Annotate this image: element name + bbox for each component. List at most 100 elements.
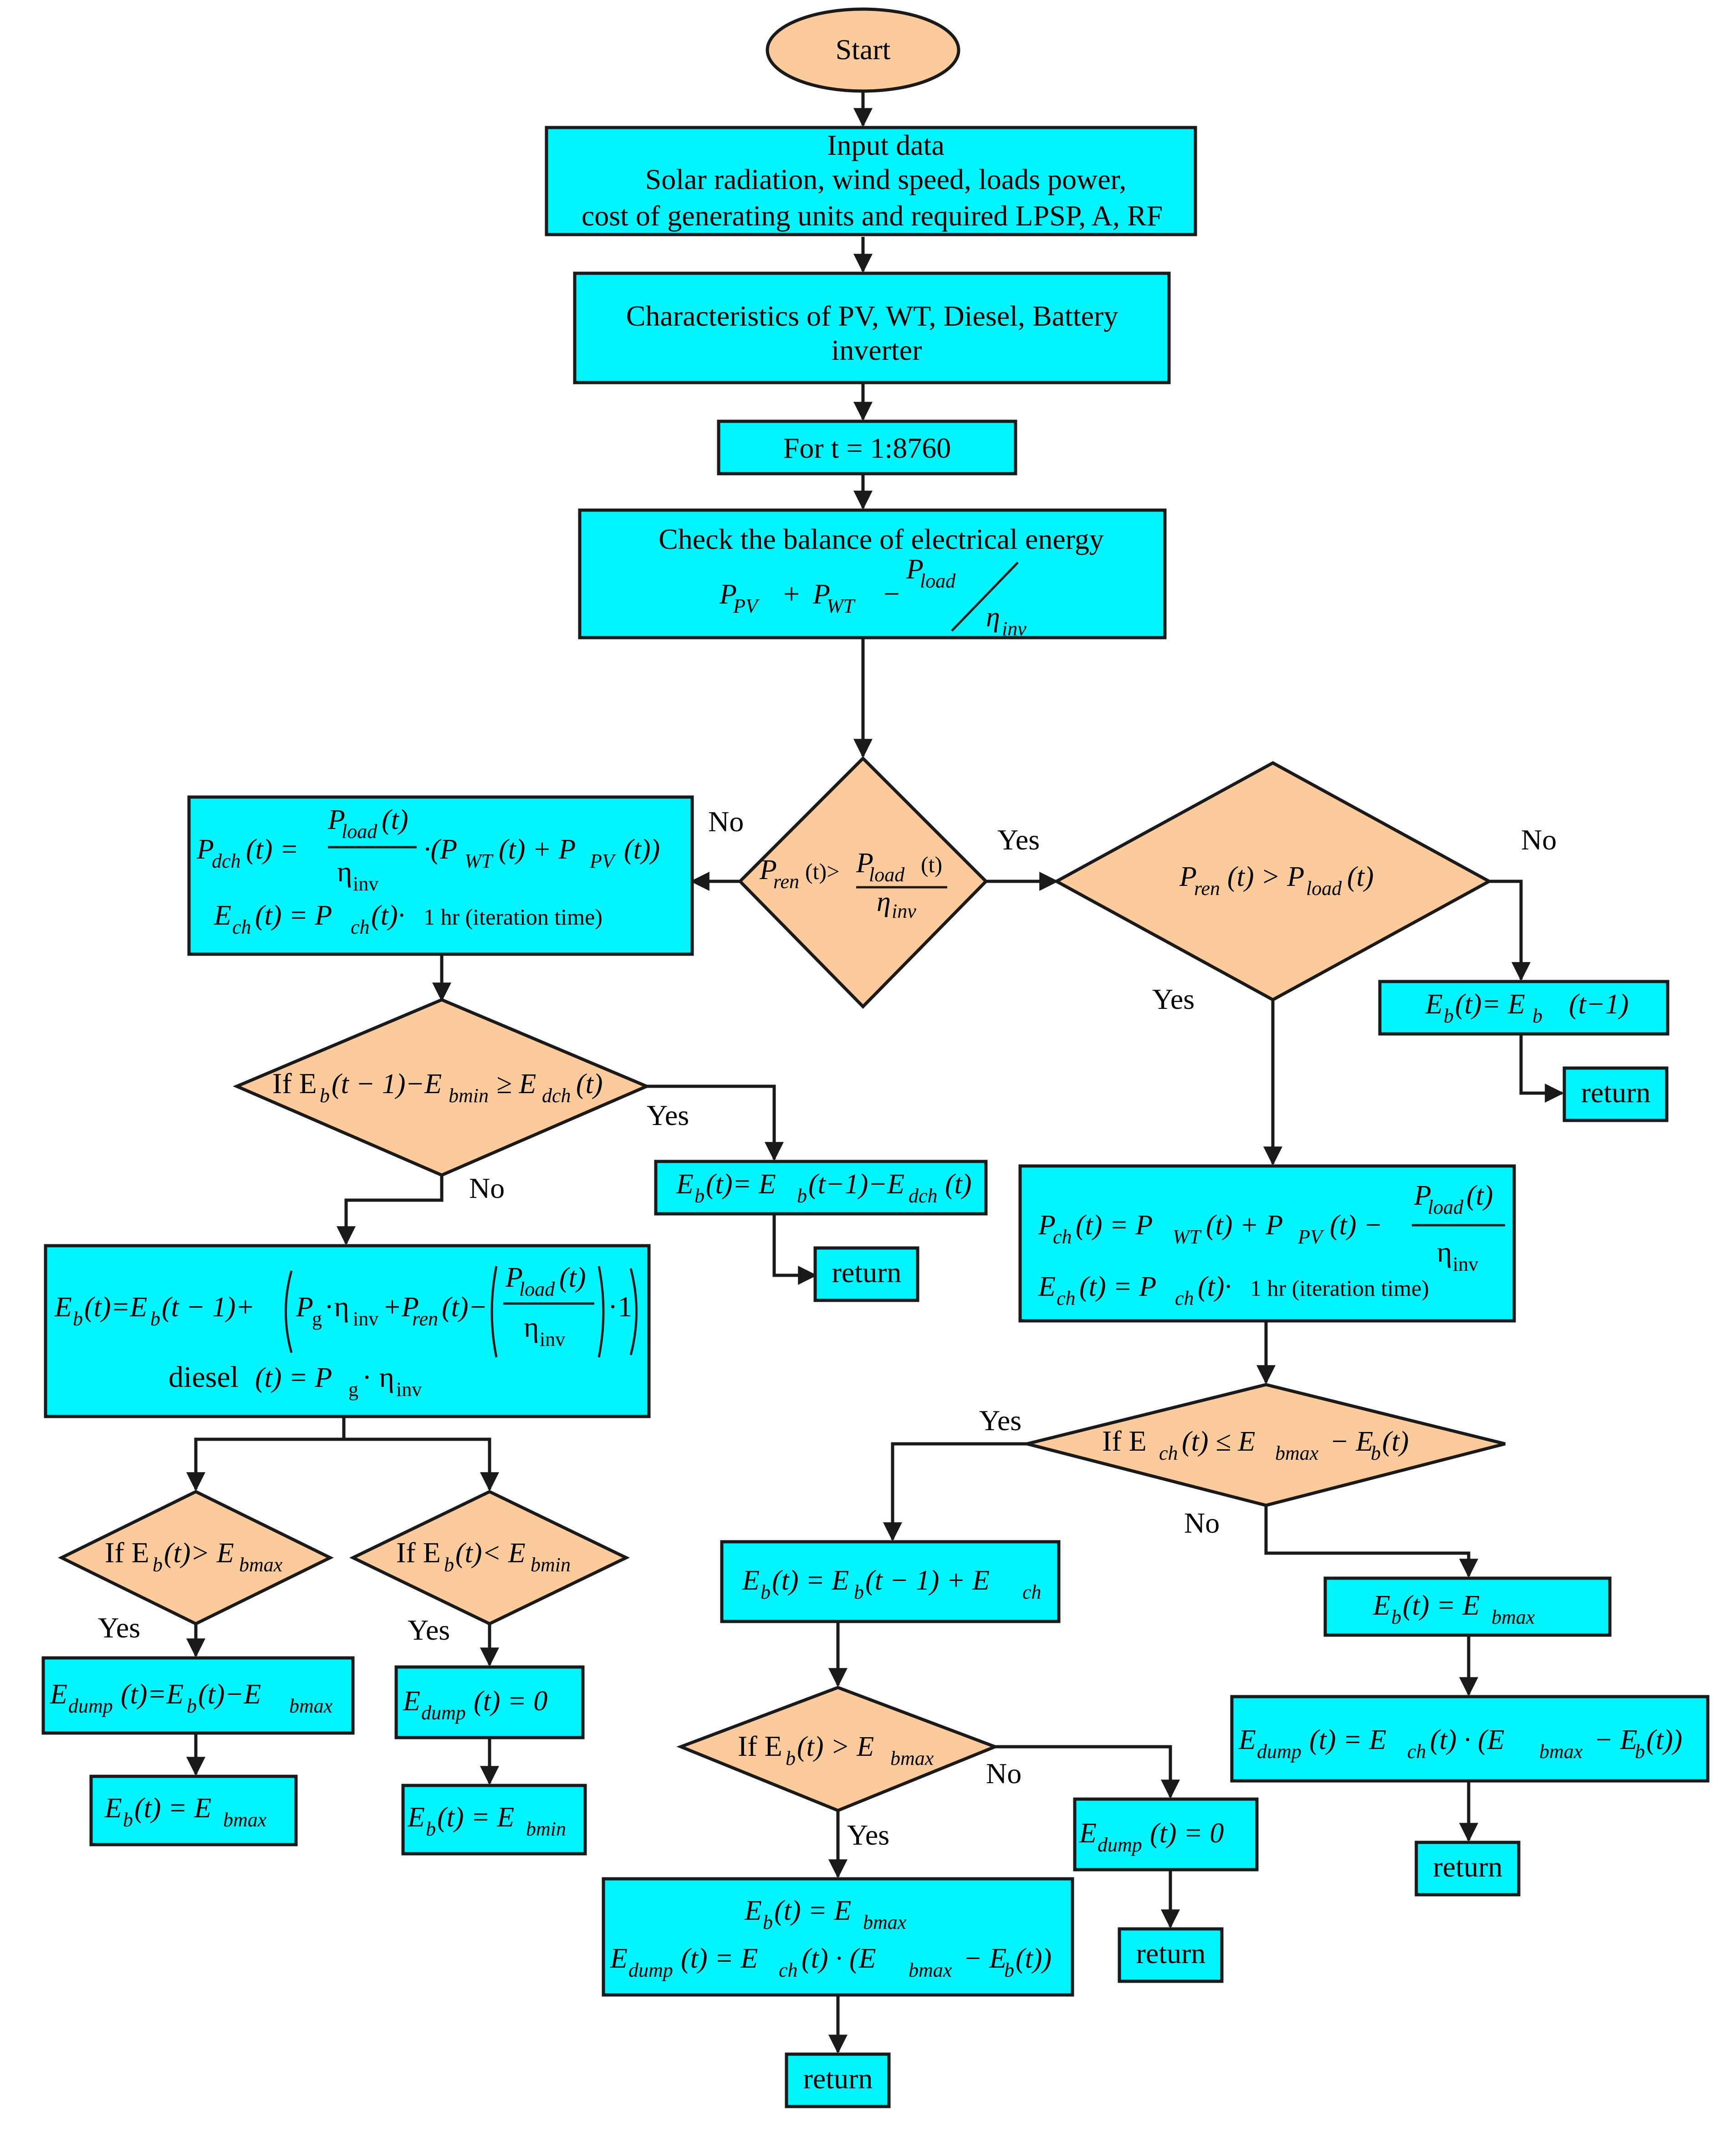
arrow-ebprev-return	[1519, 1034, 1564, 1103]
svg-text:ch: ch	[1022, 1581, 1042, 1603]
svg-text:(t)> E: (t)> E	[164, 1538, 234, 1569]
svg-text:bmin: bmin	[526, 1818, 566, 1840]
label-yes-lt-bmin: Yes	[408, 1614, 450, 1646]
svg-text:P: P	[759, 854, 777, 885]
svg-text:E: E	[104, 1793, 122, 1824]
label-no-main: No	[708, 805, 744, 838]
svg-text:g: g	[312, 1308, 322, 1330]
svg-text:bmax: bmax	[1491, 1606, 1535, 1628]
svg-text:(t): (t)	[576, 1069, 603, 1100]
svg-text:ch: ch	[232, 916, 251, 938]
svg-text:b: b	[320, 1084, 330, 1107]
svg-text:(t) · (E: (t) · (E	[802, 1943, 876, 1974]
return-box-mid-top: return	[813, 1246, 919, 1302]
svg-text:(t) + P: (t) + P	[499, 834, 576, 865]
svg-text:P: P	[327, 804, 345, 835]
arrow-ebupdate-return	[772, 1214, 817, 1285]
return-box-mid-right: return	[1118, 1927, 1224, 1983]
svg-text:(t)= E: (t)= E	[706, 1169, 776, 1200]
svg-text:Characteristics of PV, WT, Die: Characteristics of PV, WT, Diesel, Batte…	[626, 300, 1118, 332]
svg-text:b: b	[1391, 1606, 1401, 1628]
svg-text:return: return	[1136, 1937, 1206, 1969]
svg-text:E: E	[742, 1565, 760, 1596]
svg-text:inv: inv	[353, 1308, 378, 1330]
svg-text:b: b	[694, 1185, 705, 1207]
svg-text:(t)< E: (t)< E	[455, 1538, 526, 1569]
svg-text:b: b	[1532, 1005, 1542, 1027]
svg-text:dump: dump	[68, 1695, 113, 1717]
svg-text:(t)·: (t)·	[371, 900, 405, 931]
arrow-eb-decision-yes	[647, 1084, 784, 1161]
svg-text:P: P	[1414, 1180, 1431, 1211]
svg-text:If E: If E	[1102, 1425, 1147, 1457]
svg-text:PV: PV	[733, 595, 760, 617]
svg-text:η: η	[986, 602, 1000, 633]
svg-text:b: b	[150, 1308, 160, 1330]
label-yes-eb: Yes	[647, 1099, 689, 1131]
svg-text:b: b	[1371, 1442, 1381, 1464]
svg-text:(t − 1)+: (t − 1)+	[162, 1292, 255, 1323]
svg-text:ch: ch	[1407, 1740, 1426, 1763]
svg-text:P: P	[856, 848, 873, 879]
svg-text:P: P	[906, 554, 924, 585]
svg-text:b: b	[761, 1581, 771, 1603]
svg-text:ch: ch	[1159, 1442, 1178, 1464]
svg-text:b: b	[153, 1554, 163, 1576]
svg-text:b: b	[786, 1747, 796, 1769]
return-box-right-top: return	[1562, 1066, 1669, 1122]
svg-text:(t): (t)	[945, 1169, 972, 1200]
svg-text:(t) + P: (t) + P	[1206, 1210, 1283, 1241]
svg-text:cost of generating units and r: cost of generating units and required LP…	[582, 199, 1163, 232]
svg-text:≥ E: ≥ E	[496, 1069, 536, 1100]
svg-text:ren: ren	[1194, 877, 1220, 900]
svg-text:(t)·: (t)·	[1198, 1271, 1231, 1302]
svg-text:E: E	[407, 1802, 425, 1833]
svg-text:inv: inv	[540, 1328, 565, 1350]
svg-text:(t) = 0: (t) = 0	[474, 1686, 547, 1717]
svg-text:(t) = P: (t) = P	[1076, 1210, 1153, 1241]
final-box: E b (t) = E bmax E dump (t) = E ch (t) ·…	[602, 1877, 1074, 1997]
svg-text:ch: ch	[1175, 1287, 1194, 1309]
svg-text:return: return	[803, 2062, 873, 2095]
svg-text:(t)): (t))	[1646, 1724, 1682, 1755]
arrow-eb-decision-no	[337, 1175, 444, 1246]
decision-pren-ploadeta: P ren (t)> P load (t) η inv	[738, 756, 988, 1009]
svg-text:P: P	[812, 579, 830, 610]
svg-text:1 hr (iteration time): 1 hr (iteration time)	[1250, 1275, 1429, 1301]
svg-text:(t): (t)	[559, 1262, 586, 1293]
label-yes-ech: Yes	[979, 1404, 1021, 1437]
svg-text:P: P	[1179, 861, 1197, 892]
svg-text:load: load	[920, 570, 956, 592]
svg-text:P: P	[1038, 1210, 1056, 1241]
svg-text:(t) > E: (t) > E	[797, 1731, 874, 1762]
charge-box: P ch (t) = P WT (t) + P PV (t) − P load …	[1018, 1164, 1516, 1323]
svg-text:(t−1): (t−1)	[1569, 989, 1629, 1020]
start-label: Start	[836, 33, 891, 66]
svg-text:(t) = E: (t) = E	[1403, 1590, 1480, 1621]
svg-text:(t) = E: (t) = E	[437, 1802, 514, 1833]
svg-text:E: E	[54, 1292, 72, 1323]
eb-bmax-box-right: E b (t) = E bmax	[1323, 1576, 1612, 1637]
svg-text:b: b	[1635, 1740, 1645, 1763]
svg-text:(t−1)−E: (t−1)−E	[808, 1169, 904, 1200]
label-no-ech: No	[1184, 1507, 1220, 1539]
svg-text:(t): (t)	[1347, 861, 1374, 892]
svg-text:inverter: inverter	[832, 334, 922, 366]
svg-text:E: E	[214, 900, 231, 931]
svg-text:dch: dch	[542, 1084, 571, 1107]
arrow-ech-decision-yes	[883, 1442, 1027, 1542]
svg-text:For t = 1:8760: For t = 1:8760	[783, 432, 951, 464]
svg-text:b: b	[187, 1695, 197, 1717]
svg-text:·(P: ·(P	[424, 834, 457, 865]
svg-text:η: η	[1437, 1236, 1452, 1268]
decision-eb-gt-bmax-mid: If E b (t) > E bmax	[676, 1686, 1000, 1812]
svg-text:(t) > P: (t) > P	[1227, 861, 1304, 892]
svg-text:ch: ch	[779, 1959, 798, 1981]
svg-text:(t) = E: (t) = E	[134, 1793, 211, 1824]
eb-bmax-box-left: E b (t) = E bmax	[89, 1775, 298, 1846]
arrow-mid-decision-no	[995, 1745, 1180, 1799]
svg-text:load: load	[342, 820, 378, 843]
svg-text:(t)>: (t)>	[805, 859, 839, 884]
arrow-ech-decision-no	[1264, 1505, 1478, 1578]
svg-text:(t): (t)	[382, 804, 408, 835]
